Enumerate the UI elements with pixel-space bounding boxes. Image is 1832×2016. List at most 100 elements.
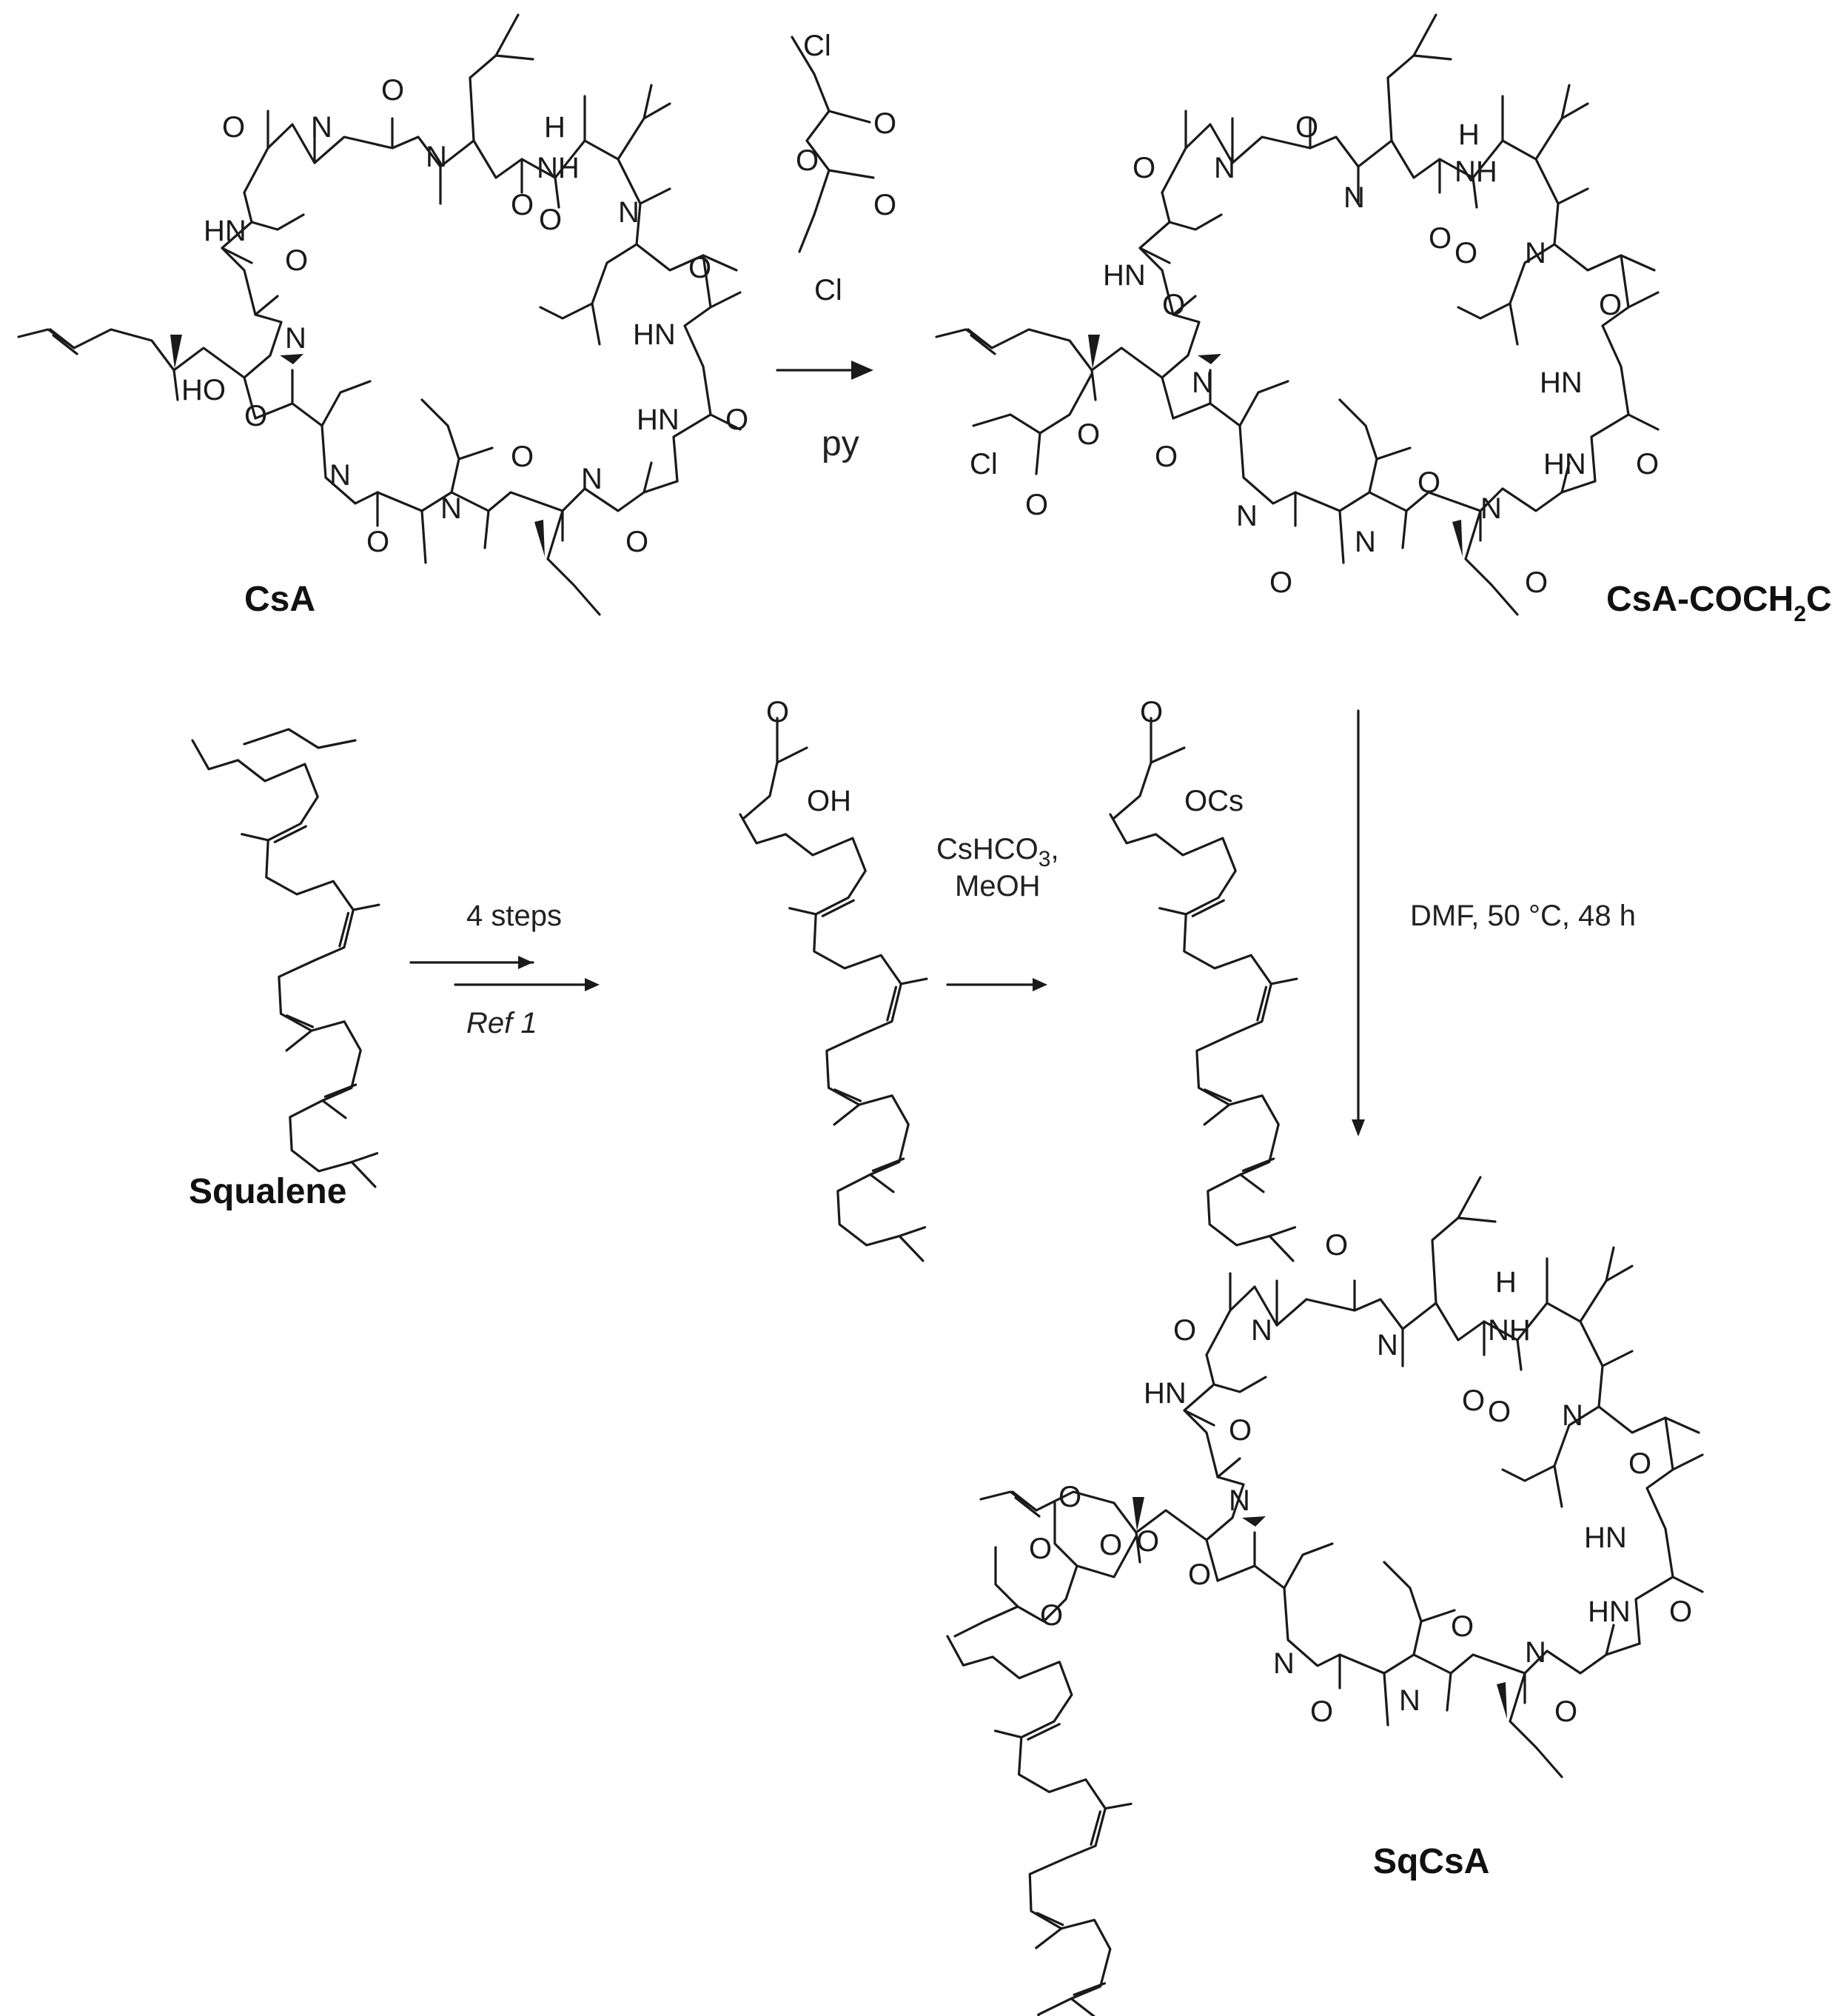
svg-text:O: O [1025, 489, 1048, 521]
svg-text:O: O [366, 526, 389, 558]
svg-text:O: O [381, 74, 404, 107]
svg-text:HN: HN [637, 403, 680, 436]
chloroacetic-anhydride [791, 36, 875, 253]
svg-text:NH: NH [1488, 1314, 1531, 1347]
svg-text:O: O [688, 252, 711, 284]
svg-text:N: N [1399, 1684, 1420, 1717]
svg-text:HN: HN [633, 318, 676, 351]
svg-text:O: O [766, 696, 789, 729]
svg-text:O: O [1162, 289, 1185, 321]
svg-text:O: O [511, 441, 534, 473]
step3-solvent: MeOH [955, 870, 1041, 902]
svg-text:H: H [544, 111, 566, 144]
svg-text:N: N [1562, 1399, 1583, 1432]
svg-text:Cl: Cl [970, 448, 998, 480]
svg-text:O: O [285, 244, 308, 277]
sqcsa-structure [946, 1176, 1704, 2016]
svg-text:O: O [873, 189, 896, 221]
svg-text:OH: OH [807, 785, 851, 817]
svg-text:O: O [1133, 152, 1155, 184]
svg-text:N: N [1343, 181, 1365, 214]
svg-text:HN: HN [204, 215, 246, 247]
svg-text:HO: HO [181, 374, 226, 406]
svg-text:O: O [1462, 1384, 1485, 1417]
arrow-step3 [946, 978, 1047, 991]
svg-text:HN: HN [1103, 259, 1146, 292]
svg-text:O: O [1029, 1533, 1052, 1565]
arrow-step4 [1352, 709, 1365, 1136]
svg-text:N: N [440, 492, 462, 525]
squalene-label: Squalene [189, 1172, 346, 1211]
svg-text:N: N [1377, 1329, 1398, 1362]
svg-text:HN: HN [1540, 366, 1583, 399]
svg-text:OCs: OCs [1184, 785, 1244, 817]
svg-text:H: H [1495, 1266, 1517, 1299]
svg-text:O: O [539, 204, 562, 236]
svg-text:O: O [1417, 466, 1440, 499]
svg-text:N: N [1236, 500, 1258, 532]
step4-conditions: DMF, 50 °C, 48 h [1410, 900, 1636, 932]
svg-text:O: O [1429, 222, 1452, 255]
svg-text:N: N [1525, 1636, 1546, 1669]
svg-text:N: N [329, 459, 351, 492]
svg-text:O: O [1636, 448, 1659, 480]
svg-text:O: O [1488, 1396, 1511, 1428]
step1-solvent: py [822, 424, 859, 463]
svg-text:O: O [1325, 1229, 1348, 1262]
svg-text:O: O [796, 144, 819, 177]
svg-text:O: O [1136, 1525, 1159, 1558]
step2-count: 4 steps [466, 900, 562, 932]
svg-text:O: O [1155, 441, 1178, 473]
svg-text:O: O [1099, 1529, 1122, 1561]
svg-text:O: O [725, 403, 748, 436]
svg-text:N: N [618, 196, 640, 229]
svg-text:N: N [1229, 1484, 1250, 1517]
step3-reagent: CsHCO3, [936, 833, 1059, 871]
csa-chloroacetyl-label: CsA-COCH2Cl [1606, 580, 1832, 626]
svg-text:N: N [1214, 152, 1235, 184]
svg-text:N: N [426, 141, 447, 173]
arrow-step1 [776, 361, 873, 380]
csa-label: CsA [244, 580, 315, 619]
svg-text:O: O [1310, 1695, 1333, 1728]
svg-text:NH: NH [1454, 155, 1497, 188]
svg-text:O: O [1628, 1447, 1651, 1480]
svg-text:HN: HN [1144, 1377, 1187, 1410]
svg-text:HN: HN [1584, 1521, 1627, 1554]
squalenic-acid-structure [739, 717, 943, 1270]
svg-text:H: H [1458, 118, 1480, 151]
svg-text:O: O [222, 111, 245, 144]
svg-text:O: O [1077, 418, 1100, 451]
csa-atom-labels: N O O N H NH O N O HN O N HO O O HN HN O… [181, 74, 748, 558]
svg-text:O: O [1188, 1558, 1211, 1591]
svg-text:O: O [1058, 1481, 1081, 1513]
svg-text:N: N [1355, 526, 1376, 558]
svg-text:N: N [311, 111, 332, 144]
svg-text:N: N [581, 463, 603, 495]
svg-text:Cl: Cl [814, 274, 842, 307]
svg-text:HN: HN [1588, 1595, 1631, 1628]
svg-text:O: O [1451, 1610, 1474, 1643]
svg-text:O: O [873, 107, 896, 140]
svg-text:N: N [1273, 1647, 1295, 1680]
svg-text:O: O [1140, 696, 1163, 729]
svg-text:Cl: Cl [803, 30, 831, 62]
svg-text:O: O [1599, 289, 1622, 321]
svg-text:O: O [1269, 566, 1292, 599]
csa-structure [17, 13, 742, 616]
sqcsa-label: SqCsA [1373, 1842, 1489, 1881]
svg-text:N: N [1480, 492, 1502, 525]
svg-text:N: N [1192, 366, 1213, 399]
svg-text:O: O [511, 189, 534, 221]
sqcsa-atom-labels: N O O N H NH O N O HN O N O O O O O O O … [1029, 1229, 1692, 1728]
csa-chloroacetyl-atom-labels: N O O N H NH O N O HN O N O Cl O O O HN … [970, 111, 1659, 599]
anhydride-atom-labels: Cl O O O Cl [796, 30, 896, 307]
svg-text:N: N [1251, 1314, 1272, 1347]
svg-text:O: O [1295, 111, 1318, 144]
svg-text:HN: HN [1543, 448, 1586, 480]
arrow-step2 [409, 956, 600, 991]
svg-text:N: N [1525, 237, 1546, 269]
svg-text:N: N [285, 322, 306, 355]
cesium-squalenate-structure [1109, 717, 1313, 1270]
svg-text:O: O [1525, 566, 1548, 599]
